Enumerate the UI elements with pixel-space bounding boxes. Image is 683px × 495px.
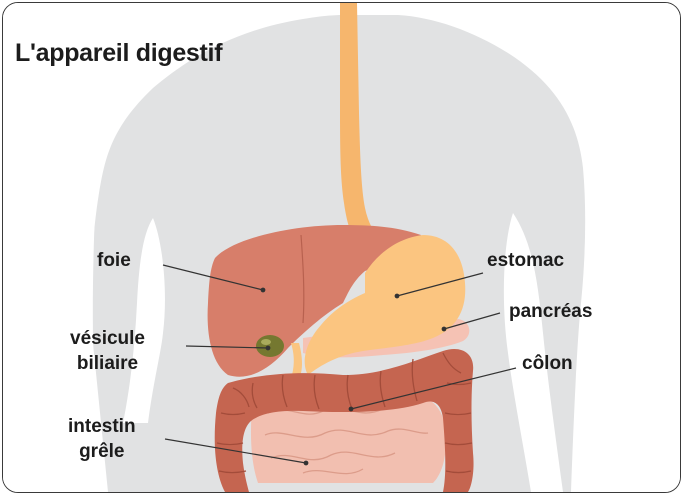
label-estomac-text: estomac (487, 250, 564, 271)
label-vesicule-line2: biliaire (70, 351, 145, 376)
gallbladder (256, 335, 284, 357)
label-intestin-grele: intestin grêle (68, 414, 136, 464)
label-intestin-line2: grêle (68, 439, 136, 464)
diagram-title: L'appareil digestif (15, 39, 222, 68)
label-foie: foie (97, 248, 131, 273)
label-colon: côlon (522, 351, 573, 376)
label-vesicule-biliaire: vésicule biliaire (70, 326, 145, 376)
neck-right (569, 3, 680, 492)
label-vesicule-line1: vésicule (70, 326, 145, 351)
label-pancreas-text: pancréas (509, 301, 592, 322)
label-pancreas: pancréas (509, 299, 592, 324)
label-intestin-line1: intestin (68, 414, 136, 439)
label-foie-text: foie (97, 250, 131, 271)
label-colon-text: côlon (522, 353, 573, 374)
label-estomac: estomac (487, 248, 564, 273)
gallbladder-highlight (261, 339, 271, 345)
